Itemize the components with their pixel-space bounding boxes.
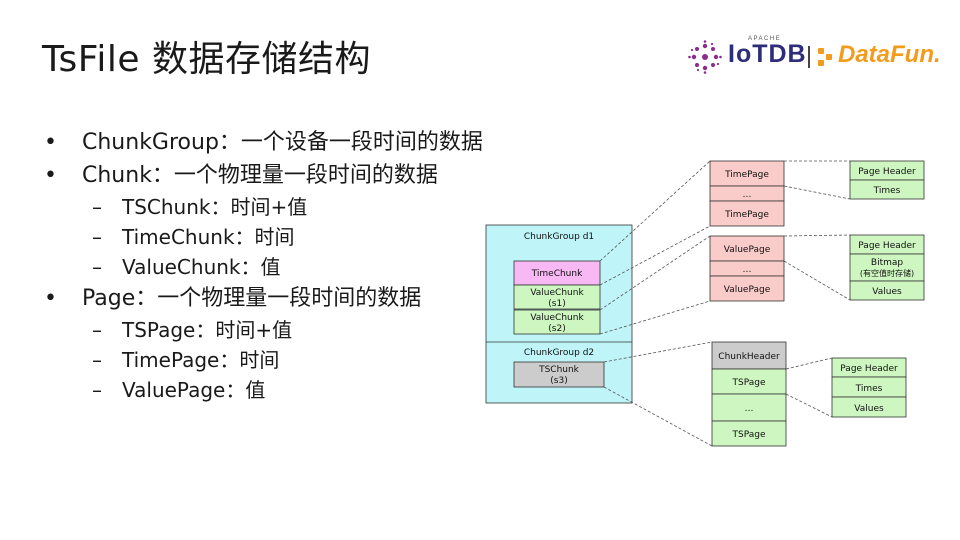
iotdb-logo-text: IoTDB [728,40,807,68]
chunk-header-label: ChunkHeader [718,352,780,362]
logo-area: APACHE IoTDB DataFun. [688,36,941,80]
time-page-ellipsis-label: … [743,190,752,200]
datafun-logo-text: DataFun. [838,41,941,68]
bullet-text: TimePage：时间 [122,348,280,372]
value-page-bitmap-line2: (有空值时存储) [860,268,914,278]
time-page-1-label: TimePage [724,170,769,180]
time-chunk-label: TimeChunk [531,269,583,279]
value-page-bitmap-line1: Bitmap [871,258,903,268]
sub-bullet-item: –TimeChunk：时间 [44,222,483,252]
value-page-2 [709,275,785,302]
sub-bullet-item: –ValuePage：值 [44,375,483,405]
connector-valuepage-bottom [783,260,851,301]
tsfile-structure-diagram: ChunkGroup d1 TimeChunk ValueChunk (s1) … [485,160,925,447]
iotdb-logo-icon [688,40,722,74]
bullet-marker: • [44,286,57,311]
connector-tschunk-top [603,341,713,363]
bullet-text: ValueChunk：值 [122,255,281,279]
bullet-marker: – [92,195,102,219]
page-title: TsFile 数据存储结构 [42,39,371,80]
sub-bullet-item: –ValueChunk：值 [44,252,483,282]
ts-page-times-label: Times [855,384,883,394]
bullet-marker: – [92,255,102,279]
connector-tschunk-bottom [603,386,713,447]
ts-chunk-s3-box [513,361,605,388]
connector-timechunk-top [599,160,711,262]
connector-timechunk-bottom [599,225,711,286]
bullet-marker: – [92,348,102,372]
logo-separator [808,46,810,68]
value-chunk-s1-line2: (s1) [548,299,565,309]
bullet-marker: • [44,163,57,188]
connector-valuechunk-bottom [599,300,711,335]
time-page-2-label: TimePage [724,210,769,220]
value-page-values-box [849,280,925,301]
value-chunk-s2-line2: (s2) [548,324,565,334]
value-page-header-label: Page Header [858,241,916,251]
time-page-1 [709,160,785,187]
bullet-text: Page：一个物理量一段时间的数据 [82,286,422,311]
ts-page-2 [711,420,787,447]
value-chunk-s1-line1: ValueChunk [530,288,584,298]
connector-timepage-bottom [783,185,851,200]
value-page-ellipsis-label: … [743,265,752,275]
ts-page-ellipsis [711,393,787,422]
apache-label: APACHE [748,36,782,42]
time-page-2 [709,200,785,227]
bullet-text: TSPage：时间+值 [122,318,293,342]
ts-chunk-s3-line1: TSChunk [538,365,580,375]
sub-bullet-item: –TSChunk：时间+值 [44,192,483,222]
ts-page-header-label: Page Header [840,364,898,374]
time-page-times-box [849,179,925,200]
time-page-header-label: Page Header [858,167,916,177]
ts-page-values-label: Values [854,404,884,414]
time-page-times-label: Times [873,186,901,196]
bullet-text: ChunkGroup：一个设备一段时间的数据 [82,130,483,155]
bullet-marker: – [92,378,102,402]
sub-bullet-item: –TimePage：时间 [44,345,483,375]
bullet-list: • ChunkGroup：一个设备一段时间的数据 • Chunk：一个物理量一段时间的… [44,126,483,405]
chunk-group-d1-label: ChunkGroup d1 [524,232,594,242]
value-chunk-s1-box [513,284,601,310]
bullet-text: TSChunk：时间+值 [122,195,308,219]
ts-page-1-label: TSPage [732,378,766,388]
value-chunk-s2-line1: ValueChunk [530,313,584,323]
connector-valuechunk-top [599,235,711,311]
bullet-marker: – [92,225,102,249]
sub-bullet-item: –TSPage：时间+值 [44,315,483,345]
bullet-marker: – [92,318,102,342]
connector-tspage-bottom [785,393,833,418]
bullet-marker: • [44,130,57,155]
bullet-item: • ChunkGroup：一个设备一段时间的数据 [44,126,483,159]
bullet-item: • Page：一个物理量一段时间的数据 [44,282,483,315]
value-chunk-s2-box [513,309,601,335]
bullet-text: TimeChunk：时间 [122,225,295,249]
time-chunk-box [513,260,601,286]
ts-page-1 [711,368,787,395]
dashed-connectors [599,160,851,447]
ts-chunk-s3-line2: (s3) [550,376,567,386]
chunk-group-d2-label: ChunkGroup d2 [524,348,594,358]
ts-page-values-box [831,396,907,418]
datafun-logo-icon [818,48,832,66]
bullet-item: • Chunk：一个物理量一段时间的数据 [44,159,483,192]
value-page-1-label: ValuePage [724,245,771,255]
connector-valuepage-top [783,234,851,237]
ts-page-2-label: TSPage [732,430,766,440]
bullet-text: ValuePage：值 [122,378,266,402]
bullet-text: Chunk：一个物理量一段时间的数据 [82,163,438,188]
connector-tspage-top [785,357,833,370]
value-page-2-label: ValuePage [724,285,771,295]
value-page-values-label: Values [872,287,902,297]
ts-page-ellipsis-label: … [745,404,754,414]
